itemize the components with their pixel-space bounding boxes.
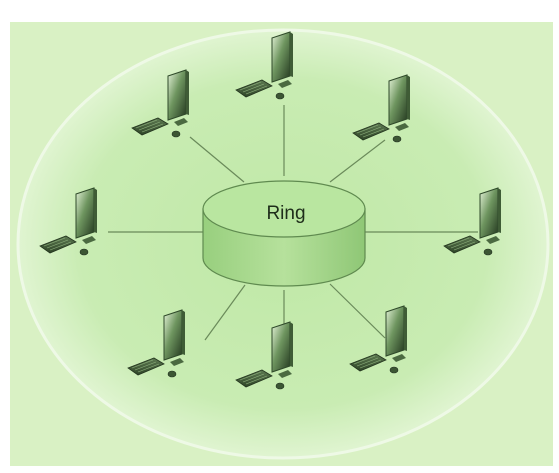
hub-label: Ring: [266, 203, 305, 224]
link-bottom-left: [204, 284, 246, 341]
ring-hub: Ring: [202, 180, 366, 287]
link-top-left: [189, 136, 245, 183]
hub-top: [202, 180, 366, 238]
link-bottom-right: [329, 283, 386, 339]
link-top-right: [329, 139, 386, 183]
